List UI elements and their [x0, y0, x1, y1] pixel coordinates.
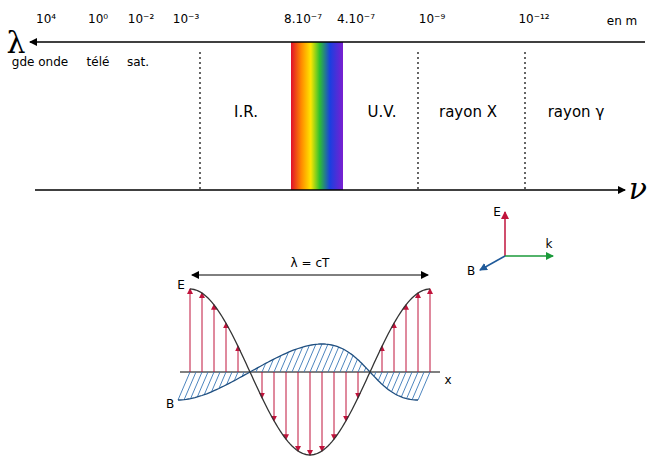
separator [199, 52, 200, 190]
b-hatch [292, 347, 303, 372]
axis-symbol: ν [627, 172, 649, 205]
region-name: rayon X [437, 104, 499, 121]
b-hatch [346, 356, 353, 372]
tick-value: 4.10⁻⁷ [335, 13, 377, 26]
e-arrow [394, 323, 395, 372]
tick-value: 8.10⁻⁷ [282, 13, 324, 26]
e-arrow [346, 372, 347, 421]
wavelength-label: λ = cT [289, 257, 332, 270]
b-hatch [322, 345, 333, 372]
b-hatch [310, 344, 322, 372]
b-hatch [352, 359, 357, 372]
b-hatch [407, 372, 418, 399]
e-arrow [430, 289, 431, 372]
unit-label: en m [605, 15, 640, 28]
vector-label: k [544, 238, 555, 251]
e-arrow [418, 293, 419, 372]
region-name: I.R. [232, 104, 260, 121]
e-arrow [190, 289, 191, 372]
b-hatch [396, 372, 406, 395]
e-arrow [298, 372, 299, 451]
frequency-axis [35, 189, 625, 191]
b-hatch [316, 344, 328, 372]
b-hatch [358, 363, 362, 372]
band-name: sat. [125, 56, 151, 69]
e-arrow [202, 293, 203, 372]
wavelength-arrow [192, 275, 428, 276]
e-arrow [334, 372, 335, 439]
e-arrow [322, 372, 323, 451]
b-hatch [383, 372, 388, 385]
vector-label: B [164, 398, 176, 411]
b-hatch [184, 372, 196, 400]
b-hatch [412, 372, 424, 400]
b-hatch [328, 347, 339, 372]
e-curve [190, 289, 430, 455]
em-wave [178, 289, 430, 455]
band-name: gde onde [10, 56, 70, 69]
axis-label: x [442, 374, 453, 387]
vector-label: E [175, 279, 187, 292]
b-hatch [387, 372, 394, 388]
visible-band [291, 42, 343, 190]
separator [417, 52, 418, 190]
axis-symbol: λ [5, 26, 28, 59]
region-name: rayon γ [546, 104, 607, 121]
e-arrow [226, 323, 227, 372]
separator [524, 52, 525, 190]
b-hatch [374, 372, 376, 376]
e-arrow [238, 346, 239, 372]
e-vector [504, 212, 506, 256]
e-arrow [274, 372, 275, 421]
wavelength-axis [30, 41, 645, 43]
e-arrow [358, 372, 359, 398]
vector-label: E [491, 206, 503, 219]
band-name: télé [85, 56, 112, 69]
b-hatch [191, 372, 202, 399]
b-hatch [298, 345, 309, 372]
b-curve [178, 344, 418, 400]
e-arrow [406, 305, 407, 372]
e-arrow [214, 305, 215, 372]
e-arrow [262, 372, 263, 398]
tick-value: 10⁴ [34, 13, 58, 26]
b-hatch [197, 372, 208, 397]
b-hatch [378, 372, 382, 381]
b-hatch [418, 372, 430, 400]
tick-value: 10⁻³ [171, 13, 201, 26]
region-name: U.V. [366, 104, 399, 121]
b-vector [480, 256, 505, 270]
b-hatch [364, 368, 366, 372]
b-hatch [401, 372, 412, 397]
b-hatch [334, 349, 344, 372]
b-hatch [178, 372, 190, 400]
tick-value: 10⁻¹² [516, 13, 551, 26]
e-arrow [382, 346, 383, 372]
tick-value: 10⁻⁹ [417, 13, 447, 26]
k-vector [505, 255, 553, 257]
vector-label: B [465, 265, 477, 278]
tick-value: 10⁻² [126, 13, 156, 26]
e-arrow [286, 372, 287, 439]
b-hatch [304, 344, 316, 372]
e-arrow [310, 372, 311, 455]
tick-value: 10⁰ [86, 13, 110, 26]
